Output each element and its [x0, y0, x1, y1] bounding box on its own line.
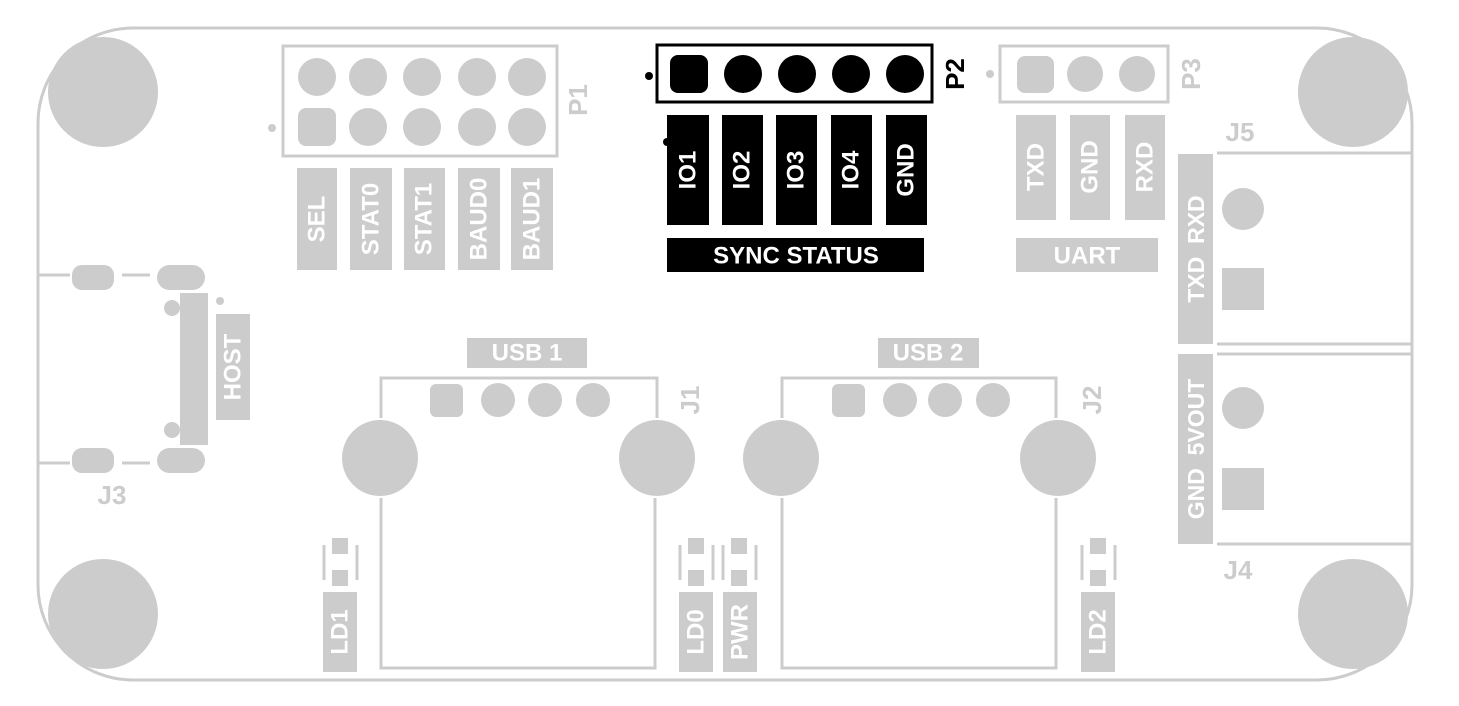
- pin: [1222, 387, 1264, 429]
- led-ld0: LD0: [678, 538, 715, 672]
- pin: [778, 55, 816, 93]
- sync-status-label: SYNC STATUS: [713, 243, 879, 270]
- j5-ref: J5: [1226, 117, 1255, 147]
- pin-1: [1222, 268, 1264, 310]
- label-stat1: STAT1: [411, 183, 438, 255]
- pin-1: [1017, 56, 1054, 93]
- p3-pin-labels: TXD GND RXD UART: [1016, 115, 1165, 272]
- pin: [403, 108, 441, 146]
- led-ld1: LD1: [322, 538, 359, 672]
- led-ld2: LD2: [1080, 538, 1117, 672]
- label-stat0: STAT0: [358, 183, 385, 255]
- mounting-hole-top-right: [1298, 37, 1408, 147]
- label-io3: IO3: [783, 151, 810, 190]
- connector-j1: USB 1 J1: [342, 338, 705, 670]
- j2-ref: J2: [1077, 386, 1107, 415]
- mounting-hole-bottom-left: [48, 559, 158, 669]
- connector-j2: USB 2 J2: [743, 338, 1107, 670]
- pin: [458, 58, 496, 96]
- connector-j3: HOST J3: [38, 265, 250, 510]
- p3-ref: P3: [1176, 58, 1206, 90]
- pin-1: [298, 108, 336, 146]
- usb1-label: USB 1: [492, 340, 563, 367]
- pin: [832, 55, 870, 93]
- pin1-marker: [645, 72, 653, 80]
- j5-label: TXD RXD: [1183, 195, 1209, 302]
- connector-j4: GND 5VOUT J4: [1178, 352, 1412, 585]
- ld0-label: LD0: [683, 609, 710, 654]
- pin-1: [670, 55, 708, 93]
- pwr-label: PWR: [727, 604, 754, 660]
- header-p1: P1: [268, 44, 593, 158]
- j3-ref: J3: [98, 480, 127, 510]
- pin: [1067, 56, 1103, 92]
- pin: [458, 108, 496, 146]
- p2-pin-labels: IO1 IO2 IO3 IO4 GND SYNC STATUS: [663, 115, 927, 272]
- pin1-marker: [268, 124, 276, 132]
- label-io1: IO1: [675, 151, 702, 190]
- mounting-hole-top-left: [48, 37, 158, 147]
- ld2-label: LD2: [1085, 609, 1112, 654]
- pin: [403, 58, 441, 96]
- label-baud0: BAUD0: [466, 178, 493, 261]
- pin: [508, 58, 546, 96]
- pin-1: [1222, 468, 1264, 510]
- label-io4: IO4: [838, 150, 865, 189]
- p2-ref: P2: [940, 58, 970, 90]
- pin: [508, 108, 546, 146]
- host-label: HOST: [220, 333, 247, 400]
- pin: [349, 108, 387, 146]
- pin: [1119, 56, 1155, 92]
- j1-ref: J1: [675, 386, 705, 415]
- uart-label: UART: [1054, 243, 1121, 270]
- p1-pin-labels: SEL STAT0 STAT1 BAUD0 BAUD1: [297, 168, 553, 270]
- mounting-hole-bottom-right: [1298, 559, 1408, 669]
- label-gnd: GND: [1077, 140, 1104, 193]
- j4-label: GND 5VOUT: [1183, 379, 1209, 520]
- label-io2: IO2: [729, 151, 756, 190]
- ld1-label: LD1: [327, 609, 354, 654]
- pin: [298, 58, 336, 96]
- pin1-marker: [986, 70, 994, 78]
- led-pwr: PWR: [721, 538, 758, 672]
- pin: [724, 55, 762, 93]
- label-sel: SEL: [304, 196, 331, 243]
- pin: [886, 55, 924, 93]
- connector-j5: J5 TXD RXD: [1178, 117, 1412, 346]
- pin: [349, 58, 387, 96]
- header-p3: P3: [986, 44, 1206, 104]
- label-gnd: GND: [893, 143, 920, 196]
- usb2-label: USB 2: [893, 340, 964, 367]
- header-p2: P2: [645, 43, 970, 104]
- label-rxd: RXD: [1132, 142, 1159, 193]
- p1-ref: P1: [563, 84, 593, 116]
- j4-ref: J4: [1224, 555, 1253, 585]
- label-baud1: BAUD1: [519, 178, 546, 261]
- label-txd: TXD: [1023, 143, 1050, 191]
- pin: [1222, 188, 1264, 230]
